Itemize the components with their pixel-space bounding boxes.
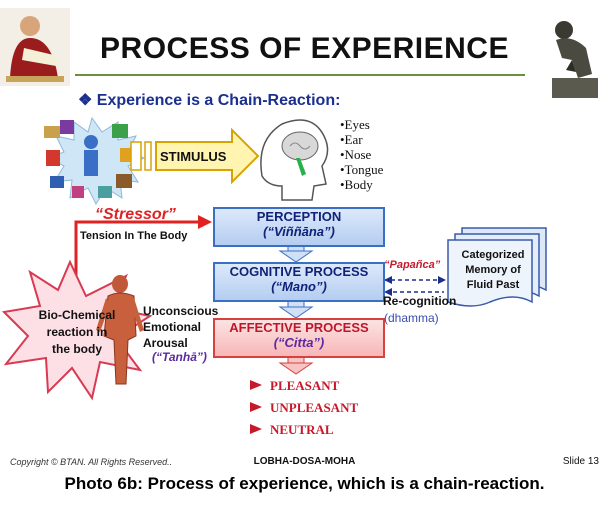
stressor-label: “Stressor”	[95, 206, 176, 223]
cognitive-label: COGNITIVE PROCESS	[229, 264, 369, 279]
cognitive-box: COGNITIVE PROCESS (“Mano”)	[213, 262, 385, 302]
outcome-arrowhead-3	[250, 424, 262, 434]
biochem-line: Bio-Chemical	[38, 308, 116, 322]
memory-line: Categorized	[461, 249, 525, 261]
page-title: PROCESS OF EXPERIENCE	[100, 32, 509, 65]
stimulus-collage-image	[44, 120, 134, 198]
thinker-statue-image	[542, 12, 604, 100]
perception-pali: (“Viññāna”)	[263, 224, 335, 239]
biochem-label: Bio-Chemical reaction in the body	[22, 307, 132, 358]
sense-item: •Nose	[340, 147, 372, 162]
biochem-line: the body	[52, 342, 102, 356]
outcome-unpleasant: UNPLEASANT	[270, 400, 359, 415]
recognition-label: Re-cognition	[383, 294, 457, 308]
memory-line: Fluid Past	[466, 279, 520, 291]
sense-item: •Tongue	[340, 162, 384, 177]
memory-label: Categorized Memory of Fluid Past	[452, 248, 534, 293]
monk-reading-image	[0, 8, 70, 86]
head-brain-image	[260, 119, 329, 201]
memory-stack-shape	[447, 227, 547, 307]
affective-box: AFFECTIVE PROCESS (“Citta”)	[213, 318, 385, 358]
flow-arrow-affective-outcomes	[278, 355, 314, 375]
outcome-neutral: NEUTRAL	[270, 422, 334, 437]
footer-center-text: LOBHA-DOSA-MOHA	[253, 456, 356, 467]
copyright-text: Copyright © BTAN. All Rights Reserved..	[10, 457, 173, 467]
affective-label: AFFECTIVE PROCESS	[229, 320, 369, 335]
outcome-pleasant: PLEASANT	[270, 378, 340, 393]
arousal-label: Unconscious Emotional Arousal	[143, 303, 218, 351]
dhamma-label: (dhamma)	[384, 311, 439, 325]
senses-list: •Eyes •Ear •Nose •Tongue •Body	[340, 117, 383, 192]
tension-label: Tension In The Body	[80, 230, 188, 242]
tanha-label: (“Tanhā”)	[152, 350, 207, 364]
outcome-arrowhead-1	[250, 380, 262, 390]
title-underline	[75, 74, 525, 76]
stimulus-arrow	[130, 127, 260, 185]
papanca-arrow	[384, 276, 446, 284]
affective-pali: (“Citta”)	[273, 335, 325, 350]
photo-caption: Photo 6b: Process of experience, which i…	[64, 474, 545, 493]
biochem-line: reaction in	[46, 325, 108, 339]
flow-arrow-cognitive-affective	[278, 299, 314, 319]
papanca-label: “Papañca”	[384, 259, 441, 271]
slide-number: Slide 13	[562, 456, 599, 467]
arousal-line: Emotional	[143, 320, 202, 334]
recognition-arrow	[384, 288, 444, 296]
sense-item: •Ear	[340, 132, 363, 147]
sense-item: •Eyes	[340, 117, 370, 132]
stimulus-label: STIMULUS	[160, 149, 227, 164]
arousal-line: Arousal	[143, 336, 188, 350]
memory-line: Memory of	[465, 264, 521, 276]
stressor-loop-arrow	[74, 215, 212, 292]
flow-arrow-perception-cognitive	[278, 243, 314, 263]
arousal-line: Unconscious	[143, 304, 219, 318]
subtitle: ❖ Experience is a Chain-Reaction:	[78, 92, 341, 109]
perception-box: PERCEPTION (“Viññāna”)	[213, 207, 385, 247]
sense-item: •Body	[340, 177, 373, 192]
cognitive-pali: (“Mano”)	[271, 279, 327, 294]
human-anatomy-image	[96, 275, 144, 385]
outcome-arrowhead-2	[250, 402, 262, 412]
perception-label: PERCEPTION	[256, 209, 342, 224]
